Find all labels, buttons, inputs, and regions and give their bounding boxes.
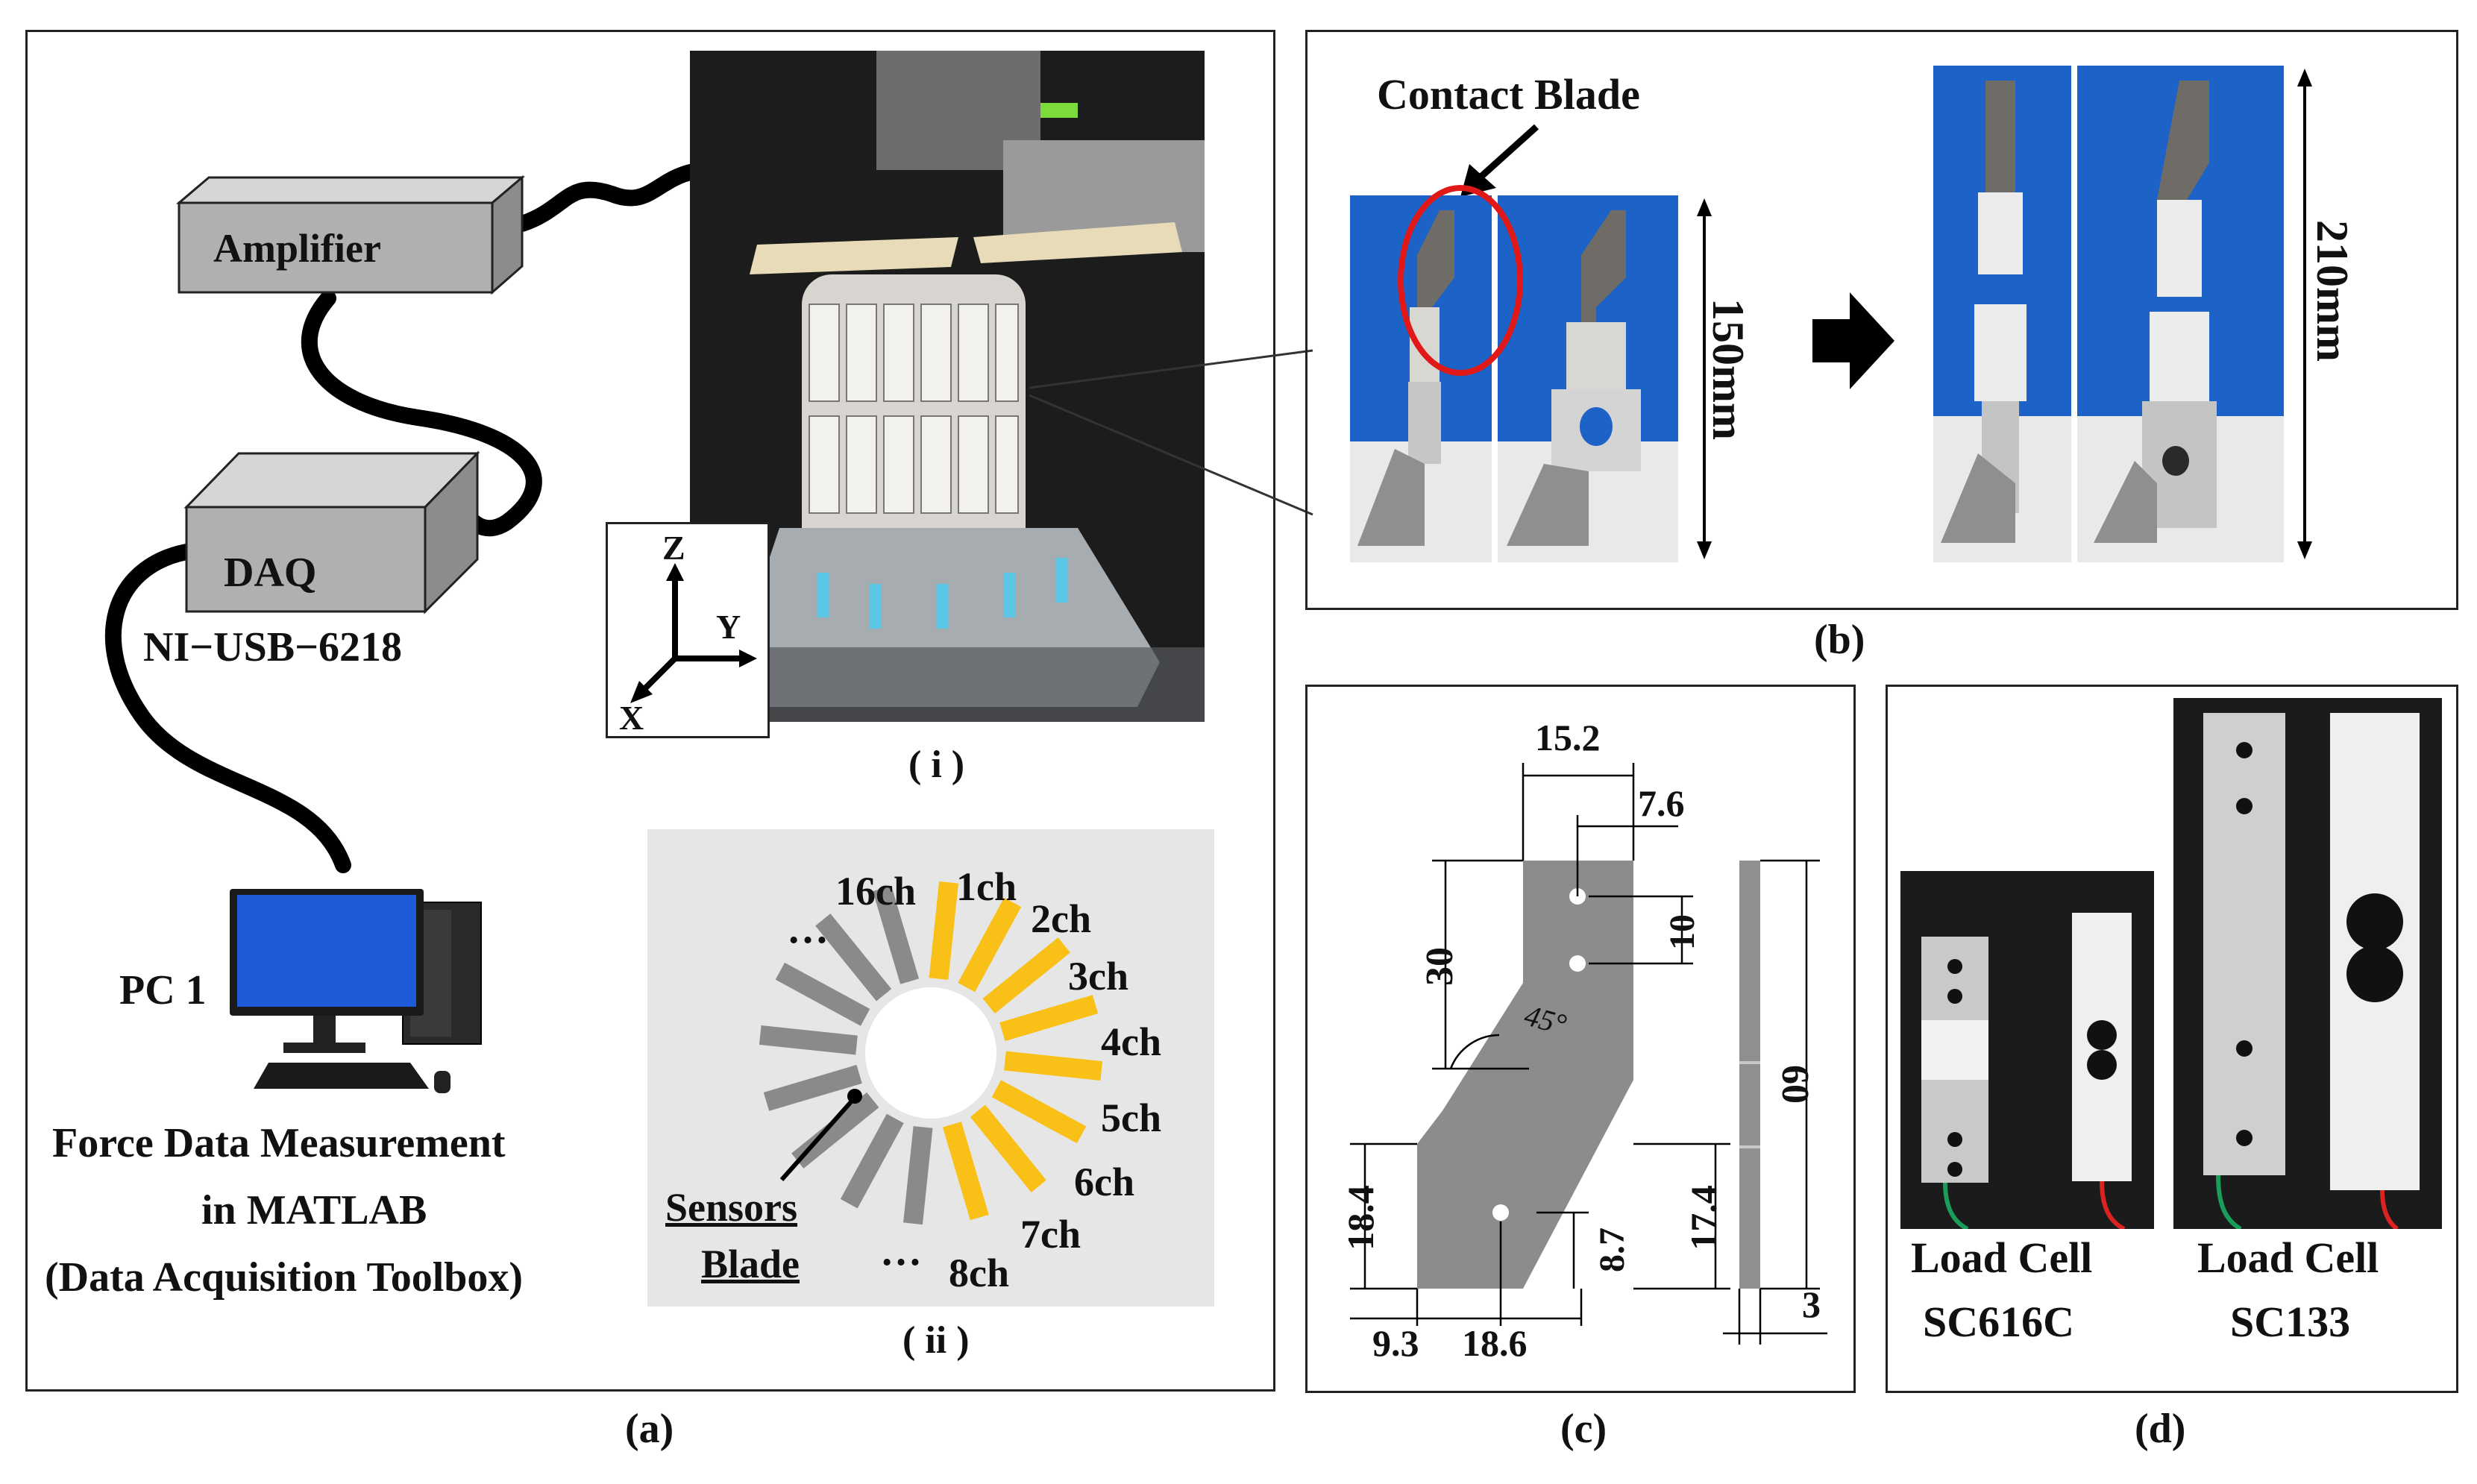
load-cell-sc616c-photo xyxy=(1900,871,2154,1229)
sensor-rig-photo xyxy=(690,51,1205,722)
channel-label-5: 5ch xyxy=(1101,1095,1161,1140)
load-cell-2-line-1: Load Cell xyxy=(2197,1233,2379,1282)
cable-amplifier-to-daq xyxy=(301,290,542,537)
pc-label: PC 1 xyxy=(119,967,207,1013)
channel-diagram-caption: ( ii ) xyxy=(902,1319,970,1362)
dim-3: 3 xyxy=(1802,1283,1821,1325)
amplifier-label: Amplifier xyxy=(213,226,381,271)
channel-spoke-8 xyxy=(942,1122,989,1221)
channel-spoke-3 xyxy=(982,937,1070,1014)
panel-a-frame xyxy=(25,30,1275,1392)
channel-spoke-12 xyxy=(763,1064,862,1111)
load-cell-1-line-1: Load Cell xyxy=(1911,1233,2093,1282)
daq-model-label: NI−USB−6218 xyxy=(143,624,402,670)
channel-label-7: 7ch xyxy=(1020,1212,1081,1257)
load-cell-2-line-2: SC133 xyxy=(2230,1298,2351,1346)
dim-17-4: 17.4 xyxy=(1682,1185,1724,1251)
amplifier-box xyxy=(175,175,526,295)
daq-label: DAQ xyxy=(224,550,317,596)
channel-spoke-6 xyxy=(991,1080,1087,1144)
dimension-arrow-150 xyxy=(1697,198,1712,559)
blade-label: Blade xyxy=(701,1242,800,1286)
dim-18-4: 18.4 xyxy=(1339,1185,1381,1251)
channel-label-1: 1ch xyxy=(956,864,1017,909)
load-cell-1-line-2: SC616C xyxy=(1923,1298,2075,1346)
dim-10: 10 xyxy=(1663,914,1702,950)
channel-spoke-14 xyxy=(775,962,870,1026)
cable-amplifier-to-rig xyxy=(514,163,702,232)
channel-label-2: 2ch xyxy=(1031,896,1091,941)
dim-60: 60 xyxy=(1774,1065,1816,1104)
panel-a-caption: (a) xyxy=(625,1406,674,1452)
channel-spoke-13 xyxy=(759,1025,858,1055)
panel-d-caption: (d) xyxy=(2135,1406,2186,1452)
blade-drawing xyxy=(1350,763,1827,1345)
channel-label-16: 16ch xyxy=(835,869,916,914)
load-cell-sc133-photo xyxy=(2173,698,2442,1229)
panel-c-caption: (c) xyxy=(1560,1406,1607,1452)
transition-arrow xyxy=(1812,292,1894,389)
dimension-label-210mm: 210mm xyxy=(2307,220,2357,362)
dim-18-6: 18.6 xyxy=(1462,1322,1528,1364)
contact-blade-label: Contact Blade xyxy=(1377,70,1640,119)
long-sensor-photos xyxy=(1933,66,2284,562)
channel-ellipsis-bottom: … xyxy=(880,1228,922,1274)
dim-7-6: 7.6 xyxy=(1638,782,1685,824)
dim-9-3: 9.3 xyxy=(1372,1322,1419,1364)
software-line-2: in MATLAB xyxy=(201,1187,427,1233)
software-line-1: Force Data Measurement xyxy=(52,1120,506,1166)
channel-spoke-4 xyxy=(999,995,1099,1042)
sensor-label: Sensors xyxy=(665,1185,798,1230)
channel-label-3: 3ch xyxy=(1068,954,1128,999)
dimension-arrow-210 xyxy=(2297,69,2312,559)
axis-x-label: X xyxy=(619,699,644,737)
photo-i-caption: ( i ) xyxy=(908,743,965,786)
axis-y-label: Y xyxy=(716,608,741,646)
channel-spoke-9 xyxy=(903,1126,933,1225)
sensor-blade-pointer xyxy=(779,1096,857,1181)
cable-layer xyxy=(104,163,702,873)
channel-spoke-5 xyxy=(1004,1051,1103,1081)
panel-d-frame xyxy=(1886,685,2458,1393)
dim-30: 30 xyxy=(1419,947,1461,986)
cable-daq-to-pc xyxy=(104,544,351,873)
channel-spoke-2 xyxy=(958,897,1022,993)
axes-inset xyxy=(606,522,770,738)
channel-label-8: 8ch xyxy=(949,1251,1009,1295)
axis-z-label: Z xyxy=(662,529,685,567)
panel-c-frame xyxy=(1305,685,1856,1393)
panel-b-caption: (b) xyxy=(1814,617,1865,663)
pc-illustration xyxy=(230,889,482,1093)
channel-label-6: 6ch xyxy=(1074,1160,1134,1204)
channel-ellipsis-top: … xyxy=(787,906,829,952)
panel-b-frame xyxy=(1305,30,2458,610)
channel-spoke-15 xyxy=(815,914,892,1002)
software-line-3: (Data Acquisition Toolbox) xyxy=(45,1254,524,1301)
channel-spoke-10 xyxy=(840,1113,904,1209)
channel-label-4: 4ch xyxy=(1101,1019,1161,1064)
daq-box xyxy=(183,450,480,614)
dim-8-7: 8.7 xyxy=(1592,1227,1632,1272)
channel-spoke-7 xyxy=(970,1104,1046,1192)
contact-blade-highlight xyxy=(1398,185,1523,376)
dim-15-2: 15.2 xyxy=(1535,717,1601,758)
dimension-label-150mm: 150mm xyxy=(1703,298,1753,440)
zoom-lines xyxy=(1029,349,1313,516)
channel-diagram xyxy=(759,881,1103,1225)
axes-arrows xyxy=(630,563,757,703)
channel-spoke-1 xyxy=(929,881,958,980)
channel-spoke-16 xyxy=(873,885,920,984)
